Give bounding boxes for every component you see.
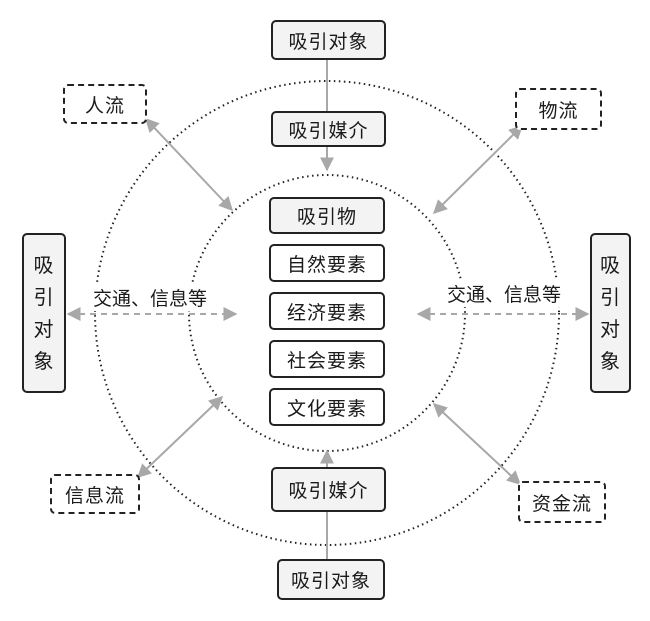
- capital-flow-label: 资金流: [531, 492, 592, 515]
- information-flow-arrow: [136, 396, 224, 478]
- top-target-box: 吸引对象: [271, 20, 386, 60]
- left-target-char-3: 对: [33, 317, 55, 341]
- cultural-element-label: 文化要素: [286, 397, 367, 420]
- natural-element-label: 自然要素: [286, 253, 367, 276]
- capital-flow-box: 资金流: [518, 481, 606, 523]
- right-channel-label: 交通、信息等: [447, 280, 562, 307]
- right-target-char-1: 吸: [600, 253, 621, 277]
- social-element-label: 社会要素: [286, 349, 367, 372]
- social-element-box: 社会要素: [269, 340, 385, 378]
- economic-element-label: 经济要素: [286, 301, 367, 324]
- people-flow-box: 人流: [63, 84, 147, 124]
- bottom-target-label: 吸引对象: [290, 570, 371, 592]
- attraction-header-label: 吸引物: [296, 206, 357, 228]
- people-flow-arrow: [145, 117, 233, 212]
- economic-element-box: 经济要素: [269, 292, 385, 330]
- people-flow-label: 人流: [84, 94, 125, 117]
- right-target-char-4: 象: [600, 349, 621, 373]
- natural-element-box: 自然要素: [269, 244, 385, 282]
- top-medium-box: 吸引媒介: [271, 111, 386, 147]
- left-target-char-1: 吸: [33, 253, 55, 277]
- cultural-element-box: 文化要素: [269, 388, 385, 426]
- top-target-label: 吸引对象: [288, 30, 369, 53]
- right-target-char-2: 引: [600, 285, 621, 309]
- bottom-target-box: 吸引对象: [277, 559, 385, 600]
- logistics-flow-arrow: [433, 125, 523, 214]
- right-target-char-3: 对: [600, 317, 621, 341]
- left-channel-label: 交通、信息等: [93, 284, 208, 311]
- capital-flow-arrow: [432, 403, 522, 485]
- left-target-char-2: 引: [33, 285, 55, 309]
- information-flow-label: 信息流: [64, 484, 125, 507]
- logistics-flow-box: 物流: [515, 88, 602, 130]
- bottom-medium-label: 吸引媒介: [288, 480, 369, 502]
- information-flow-box: 信息流: [50, 474, 140, 514]
- right-target-box: 吸 引 对 象: [590, 233, 631, 393]
- bottom-medium-box: 吸引媒介: [271, 467, 386, 512]
- logistics-flow-label: 物流: [538, 99, 579, 122]
- attraction-header-box: 吸引物: [269, 197, 385, 234]
- left-target-box: 吸 引 对 象: [22, 233, 66, 393]
- left-target-char-4: 象: [33, 349, 55, 373]
- top-medium-label: 吸引媒介: [288, 119, 369, 142]
